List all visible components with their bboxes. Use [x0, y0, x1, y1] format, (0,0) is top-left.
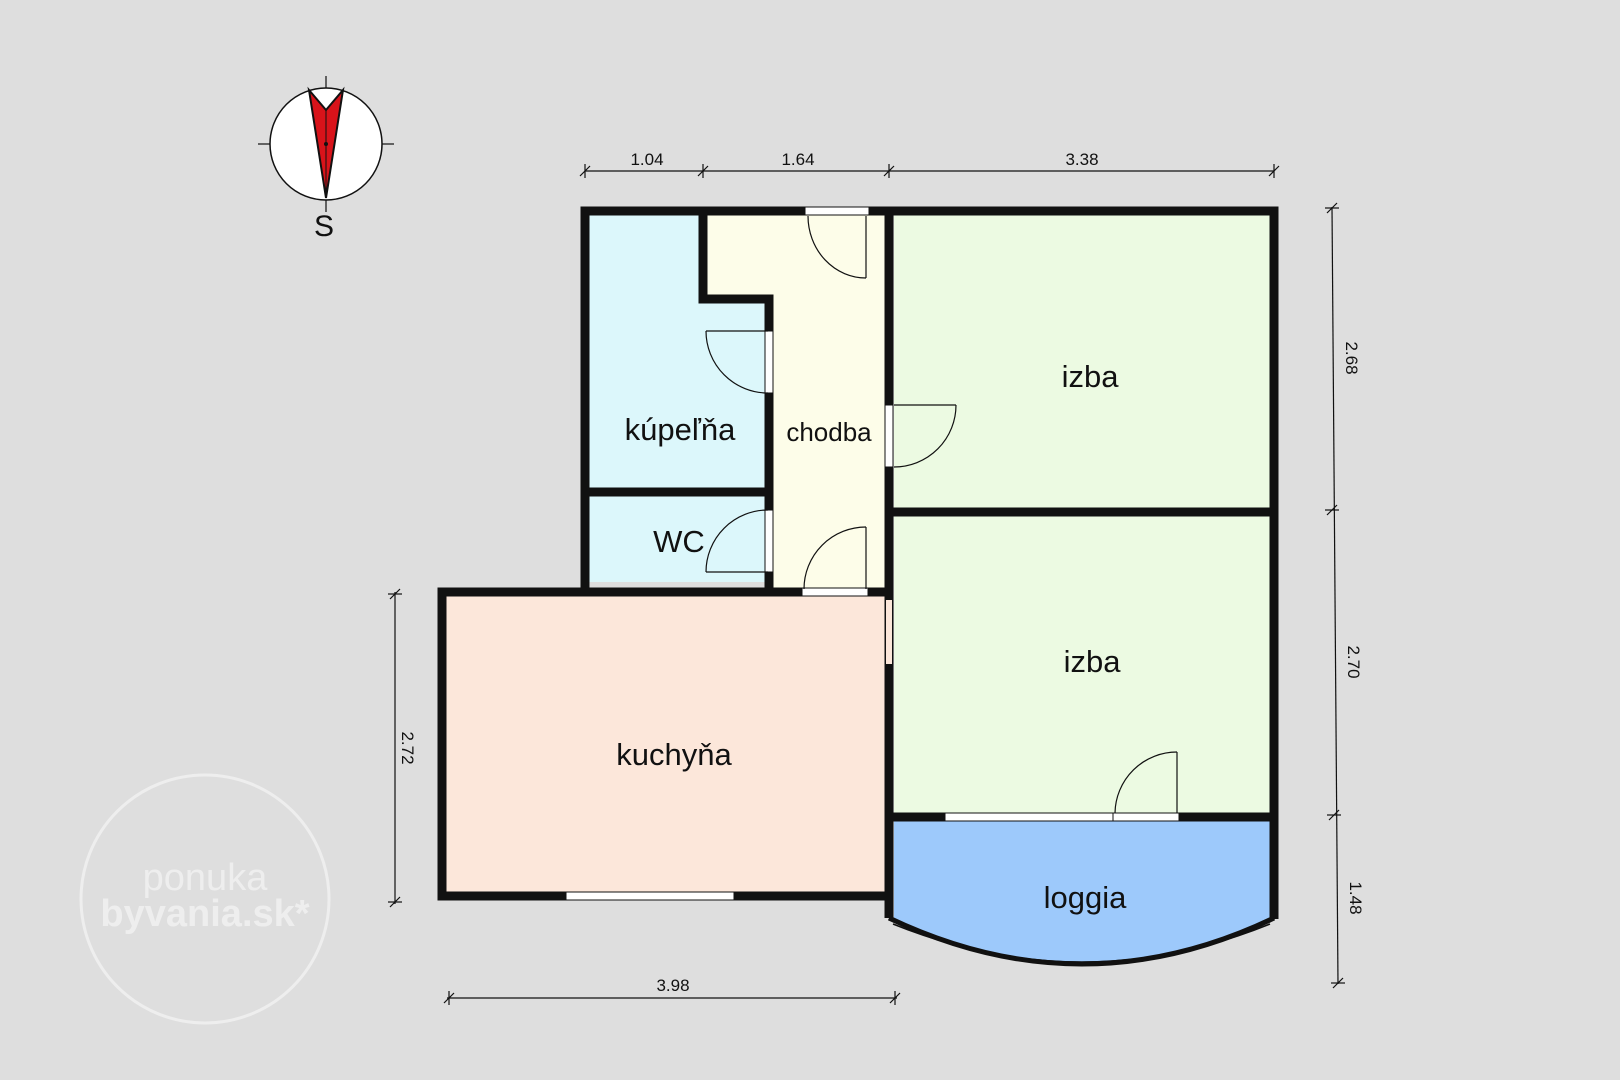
window-kitchen: [565, 891, 735, 901]
dimension-top-3: 3.38: [1065, 150, 1098, 169]
room-upper-fill: [894, 215, 1270, 510]
room-labels: kúpeľňa chodba WC izba izba kuchyňa logg…: [616, 359, 1127, 915]
door-opening-hall-bottom: [801, 587, 869, 597]
watermark-circle: [79, 773, 331, 1025]
watermark-line2: byvania.sk*: [100, 893, 309, 935]
compass: S: [258, 76, 394, 243]
doors: [705, 215, 1178, 814]
door-entrance-arc: [807, 215, 867, 279]
room-lower-fill: [894, 514, 1270, 815]
window-room-lower: [944, 812, 1114, 822]
room-label-loggia: loggia: [1044, 880, 1127, 915]
watermark: ponuka byvania.sk*: [79, 773, 331, 1025]
door-room-upper-arc: [893, 404, 957, 468]
door-opening-entrance: [804, 206, 870, 216]
dimension-top-1: 1.04: [630, 150, 663, 169]
walls: [437, 206, 1279, 967]
room-fills: [446, 215, 1270, 962]
dimension-bottom-1: 3.98: [656, 976, 689, 995]
loggia-fill: [894, 819, 1270, 962]
door-wc-arc: [705, 509, 769, 573]
dimension-right-1: 2.68: [1342, 341, 1361, 374]
room-label-bathroom: kúpeľňa: [625, 412, 736, 447]
dimension-left-1: 2.72: [398, 731, 417, 764]
dimension-lines: 1.04 1.64 3.38 2.68 2.70 1.48 2.72 3.98: [388, 150, 1365, 1005]
door-opening-bathroom: [764, 330, 774, 394]
room-label-room-lower: izba: [1064, 644, 1122, 679]
door-bathroom-arc: [705, 330, 769, 394]
wc-fill: [589, 494, 768, 582]
door-opening-wc: [764, 509, 774, 573]
room-label-room-upper: izba: [1062, 359, 1120, 394]
room-label-hallway: chodba: [786, 417, 872, 447]
dimension-right-2: 2.70: [1344, 645, 1363, 678]
dimension-top-2: 1.64: [781, 150, 814, 169]
room-label-kitchen: kuchyňa: [616, 737, 732, 772]
compass-label: S: [314, 210, 334, 243]
windows: [565, 206, 1180, 901]
door-loggia-arc: [1114, 751, 1178, 814]
kitchen-fill: [446, 591, 890, 892]
room-label-wc: WC: [653, 524, 705, 559]
door-hall-bottom-arc: [803, 526, 867, 590]
watermark-line1: ponuka: [143, 857, 269, 899]
dimension-right-3: 1.48: [1346, 881, 1365, 914]
door-opening-room-upper: [884, 404, 894, 468]
door-opening-loggia: [1112, 812, 1180, 822]
hallway-fill: [707, 215, 890, 591]
